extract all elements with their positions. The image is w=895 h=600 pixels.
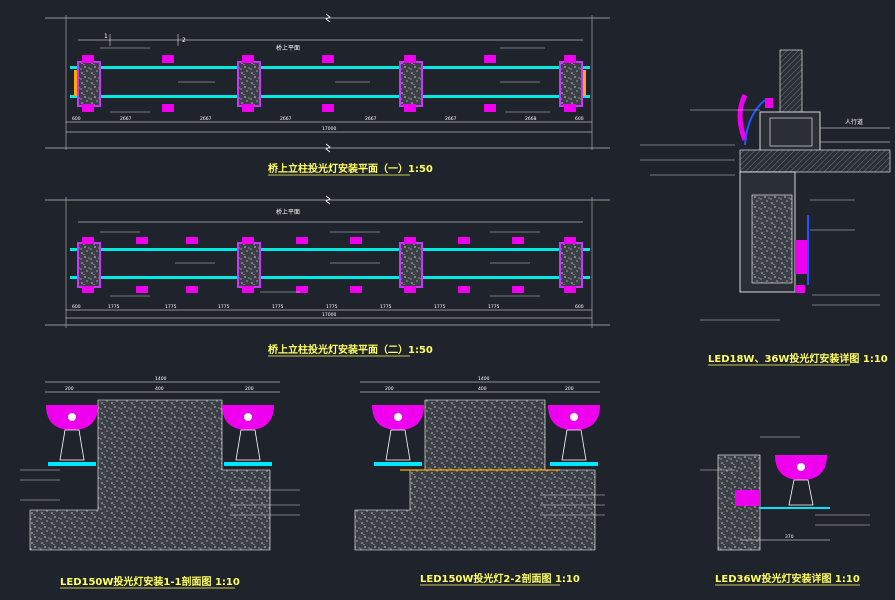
- section-1: 1400 200 400 200 LED150W投光灯安装1-1剖面图 1:10: [20, 376, 300, 589]
- plan1-dim-3: 2667: [280, 116, 292, 122]
- plan2-dim-1: 1775: [108, 304, 120, 310]
- section2-dim-2: 200: [565, 386, 574, 392]
- plan1-total-dim: 17000: [322, 126, 336, 132]
- plan1-dim-4: 2667: [365, 116, 377, 122]
- up-label-2: 桥上平面: [276, 208, 300, 216]
- small-detail-title: LED36W投光灯安装详图 1:10: [715, 572, 860, 585]
- section-mark-2: 2: [182, 37, 186, 44]
- plan2-dim-3: 1775: [218, 304, 230, 310]
- small-detail: 370 LED36W投光灯安装详图 1:10: [700, 436, 870, 586]
- side-detail: 人行道 LED18W、36W投光灯安装详图 1:10: [640, 49, 891, 366]
- plan1-dim-1: 2667: [120, 116, 132, 122]
- walkway-label: 人行道: [845, 118, 863, 126]
- side-detail-title: LED18W、36W投光灯安装详图 1:10: [708, 352, 888, 365]
- section2-total-dim: 1400: [478, 376, 490, 382]
- section1-dim-2: 200: [245, 386, 254, 392]
- plan2-dim-2: 1775: [165, 304, 177, 310]
- plan1-dim-0: 600: [72, 116, 81, 122]
- section-2-title: LED150W投光灯2-2剖面图 1:10: [420, 572, 580, 585]
- plan2-dim-6: 1775: [380, 304, 392, 310]
- plan2-dim-8: 1775: [488, 304, 500, 310]
- plan2-dim-5: 1775: [326, 304, 338, 310]
- section1-dim-0: 200: [65, 386, 74, 392]
- section2-dim-0: 200: [385, 386, 394, 392]
- section-2: 1400 200 400 200 LED150W投光灯2-2剖面图 1:10: [354, 376, 605, 586]
- plan2-dim-4: 1775: [272, 304, 284, 310]
- section-mark-1: 1: [104, 33, 108, 40]
- plan2-dim-0: 600: [72, 304, 81, 310]
- fixtures-plan-2: [82, 237, 576, 293]
- section1-total-dim: 1400: [155, 376, 167, 382]
- plan2-dim-9: 600: [575, 304, 584, 310]
- section-1-title: LED150W投光灯安装1-1剖面图 1:10: [60, 575, 240, 588]
- plan-2-title: 桥上立柱投光灯安装平面（二）1:50: [268, 343, 433, 356]
- section2-dim-1: 400: [478, 386, 487, 392]
- plan-1-title: 桥上立柱投光灯安装平面（一）1:50: [268, 162, 433, 175]
- plan-1: 1 2 桥上平面: [45, 13, 610, 176]
- plan2-dim-7: 1775: [434, 304, 446, 310]
- plan-2: 桥上平面: [45, 195, 610, 357]
- plan2-total-dim: 17000: [322, 312, 336, 318]
- plan1-dim-6: 2668: [525, 116, 537, 122]
- plan1-dim-2: 2667: [200, 116, 212, 122]
- section1-dim-1: 400: [155, 386, 164, 392]
- plan1-dim-7: 600: [575, 116, 584, 122]
- up-label-1: 桥上平面: [276, 44, 300, 52]
- fixtures-plan-1: [82, 55, 576, 112]
- plan1-dim-5: 2667: [445, 116, 457, 122]
- small-detail-dim: 370: [785, 534, 794, 540]
